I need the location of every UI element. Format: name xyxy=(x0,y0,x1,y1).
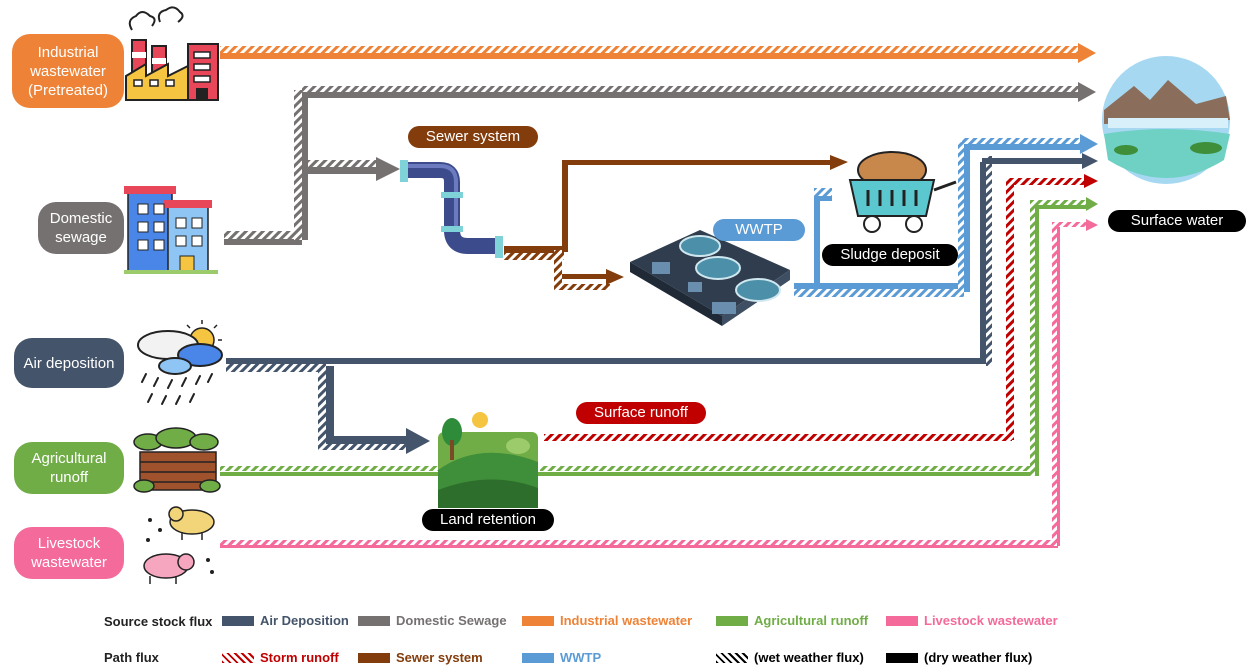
buildings-icon xyxy=(124,186,218,274)
sewer-system-label: Sewer system xyxy=(408,126,538,148)
farm-field-icon xyxy=(133,427,221,493)
agricultural-flow xyxy=(220,197,1098,476)
legend-domestic-sewage: Domestic Sewage xyxy=(358,613,507,628)
surface-runoff-flow xyxy=(544,174,1098,441)
wwtp-flow xyxy=(794,134,1098,297)
sewer-flow xyxy=(504,155,848,290)
source-agricultural-label: Agricultural runoff xyxy=(14,442,124,494)
legend-agricultural-runoff: Agricultural runoff xyxy=(716,613,868,628)
surface-water-label: Surface water xyxy=(1108,210,1246,232)
industrial-flow xyxy=(220,43,1096,63)
wwtp-label: WWTP xyxy=(713,219,805,241)
legend-industrial-wastewater: Industrial wastewater xyxy=(522,613,692,628)
land-retention-icon xyxy=(438,412,538,508)
legend-dry-weather: (dry weather flux) xyxy=(886,650,1032,665)
air-deposition-flow xyxy=(226,153,1098,454)
wwtp-plant-icon xyxy=(630,230,790,326)
legend-wet-weather: (wet weather flux) xyxy=(716,650,864,665)
source-livestock-label: Livestock wastewater xyxy=(14,527,124,579)
legend-livestock-wastewater: Livestock wastewater xyxy=(886,613,1058,628)
source-air-label: Air deposition xyxy=(14,338,124,388)
surface-water-icon xyxy=(1102,56,1230,184)
legend-source-title: Source stock flux xyxy=(104,614,213,629)
livestock-flow xyxy=(220,219,1098,548)
livestock-icon xyxy=(143,506,215,584)
surface-runoff-label: Surface runoff xyxy=(576,402,706,424)
land-retention-label: Land retention xyxy=(422,509,554,531)
source-domestic-label: Domestic sewage xyxy=(38,202,124,254)
source-industrial-label: Industrial wastewater (Pretreated) xyxy=(12,34,124,108)
legend: Source stock flux Air Deposition Domesti… xyxy=(0,600,1247,666)
factory-icon xyxy=(125,6,219,101)
legend-path-title: Path flux xyxy=(104,650,159,665)
sewer-pipe-icon xyxy=(400,160,503,258)
legend-wwtp: WWTP xyxy=(522,650,601,665)
legend-sewer-system: Sewer system xyxy=(358,650,483,665)
sludge-cart-icon xyxy=(848,151,957,233)
domestic-flow xyxy=(224,82,1096,245)
weather-icon xyxy=(137,320,223,405)
legend-air-deposition: Air Deposition xyxy=(222,613,349,628)
legend-storm-runoff: Storm runoff xyxy=(222,650,339,665)
sludge-deposit-label: Sludge deposit xyxy=(822,244,958,266)
